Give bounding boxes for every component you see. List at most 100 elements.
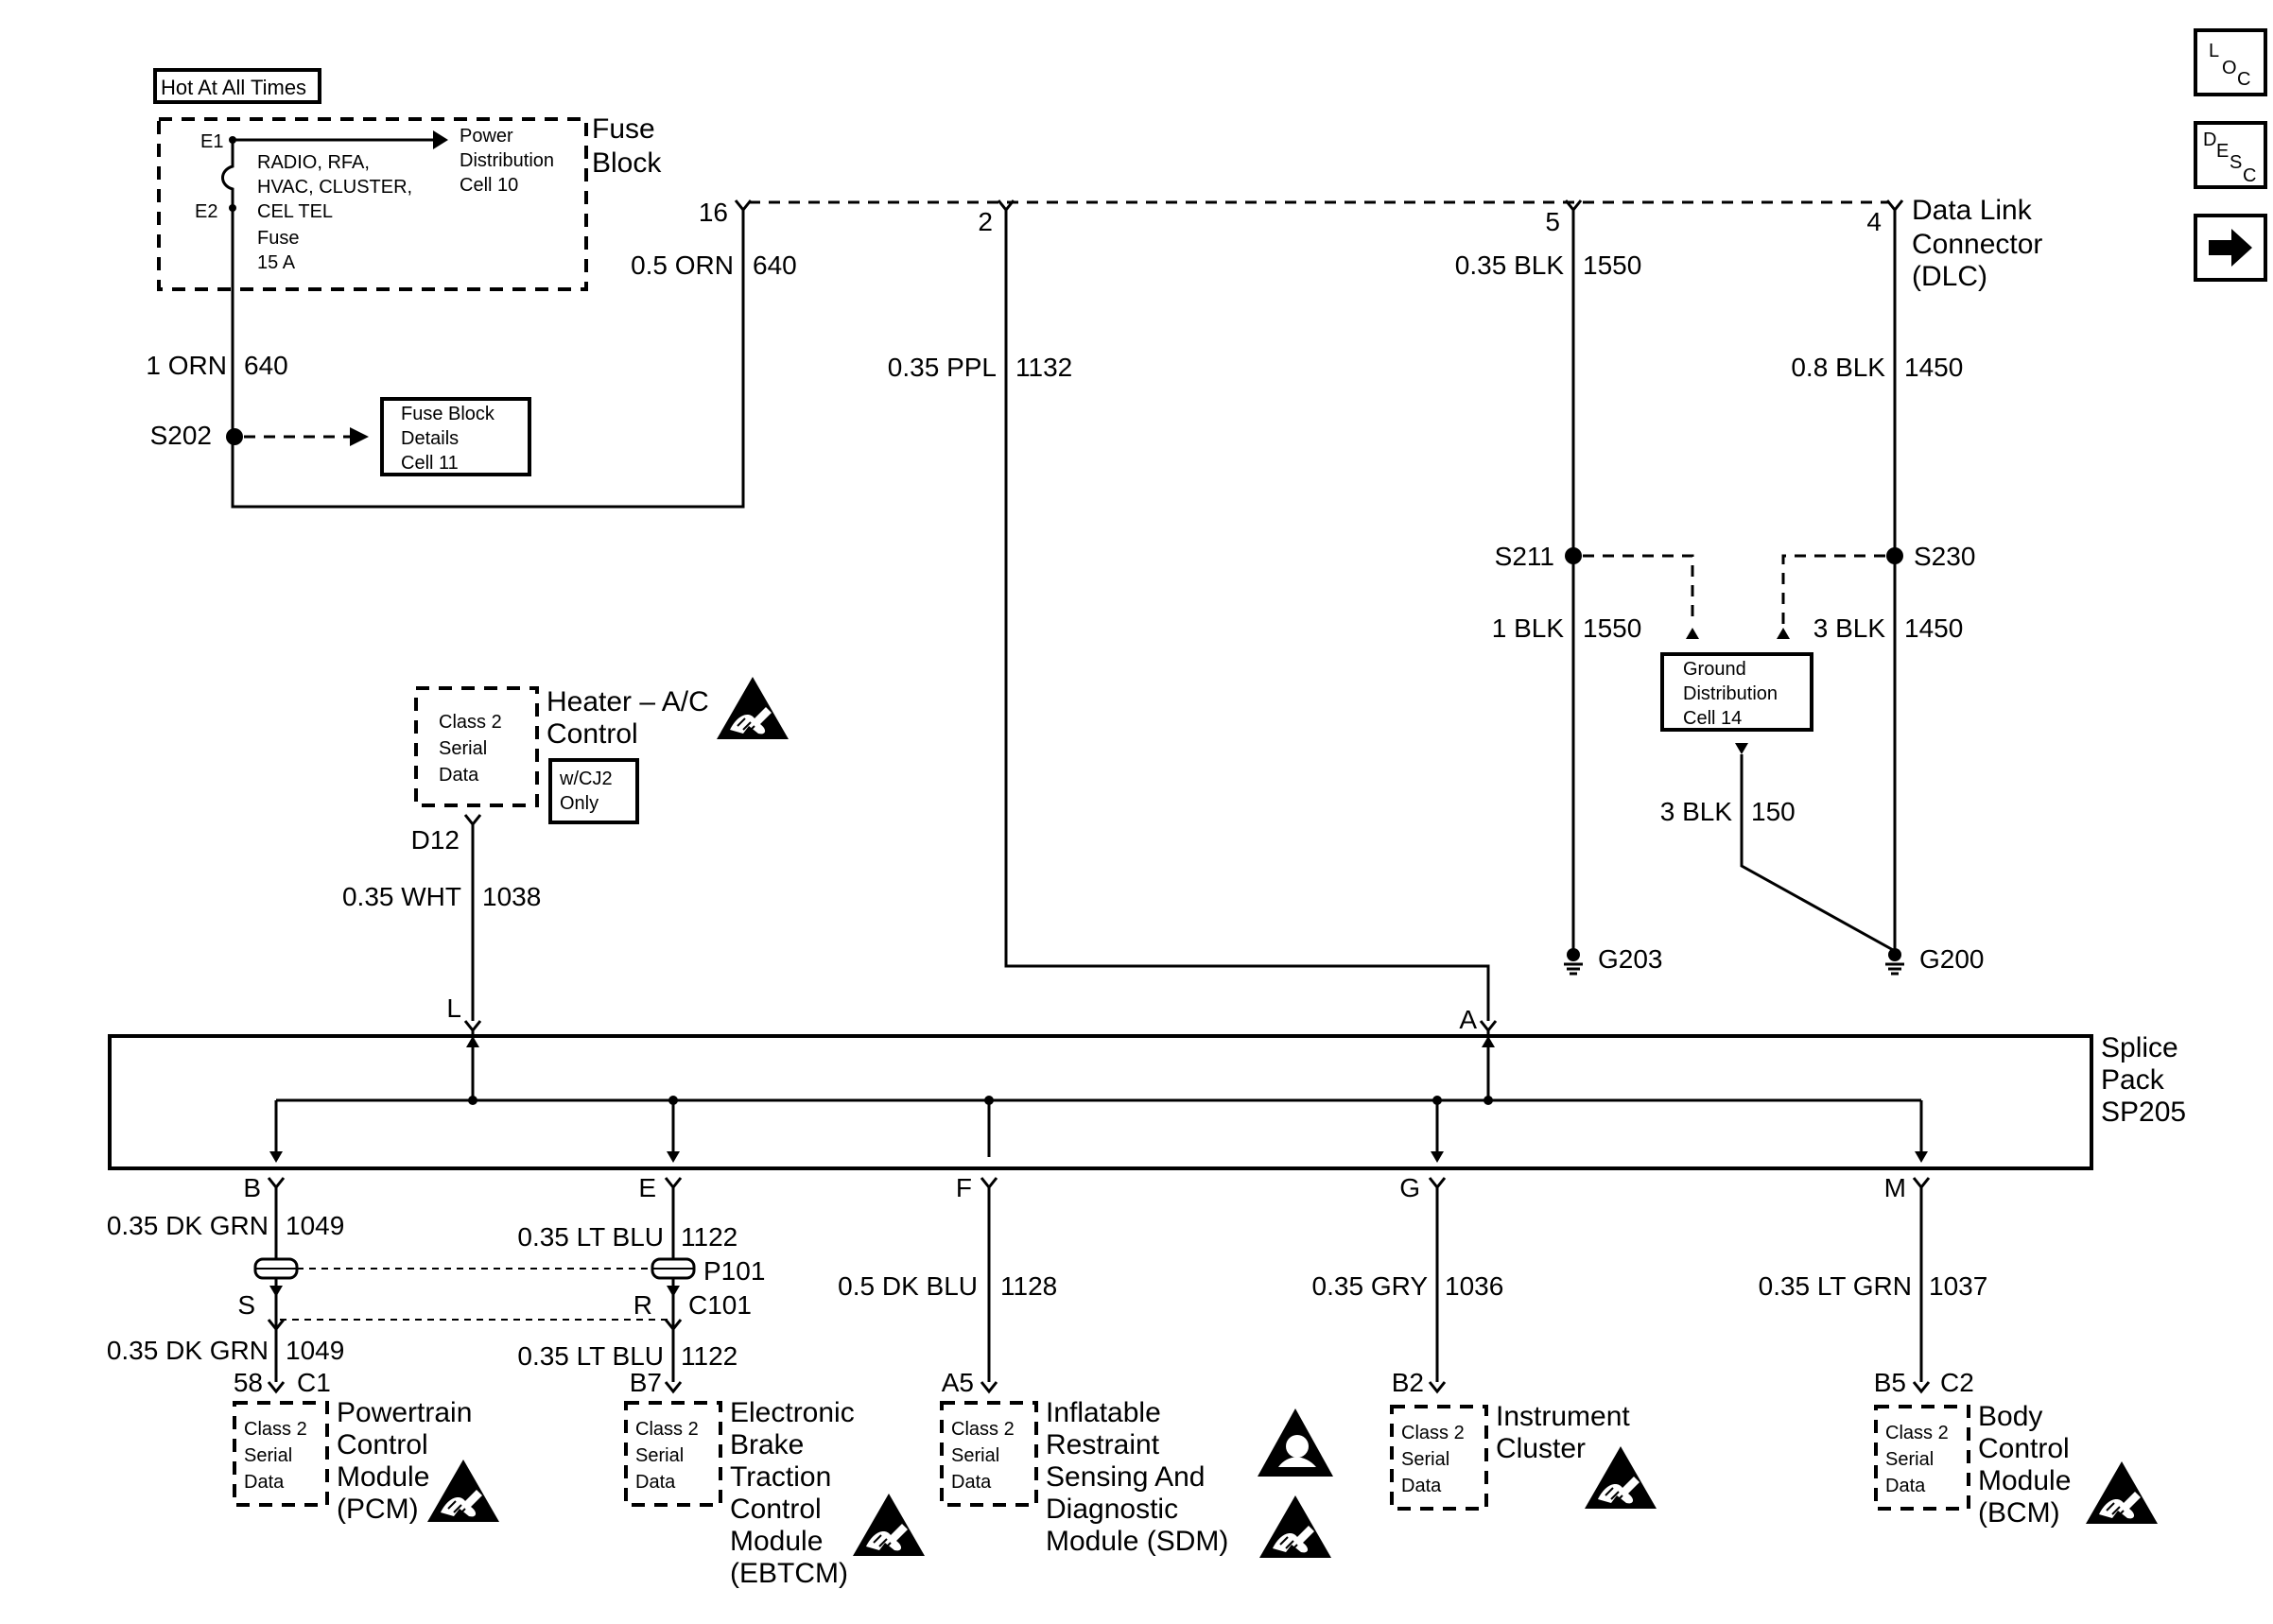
- fuse-element: [221, 140, 234, 208]
- svg-text:w/CJ2: w/CJ2: [559, 769, 613, 789]
- svg-text:Control: Control: [337, 1429, 428, 1460]
- pcm-pin: 58: [234, 1368, 263, 1397]
- wire-gauge-label: 0.35 PPL: [888, 353, 997, 382]
- ground-g200: G200: [1919, 944, 1985, 974]
- svg-text:Class 2: Class 2: [635, 1419, 699, 1440]
- svg-text:C: C: [2237, 69, 2250, 90]
- ebtcm-data-label: Class 2 Serial Data: [635, 1419, 699, 1493]
- ground-g200-icon: [1885, 948, 1904, 976]
- ground-g203-icon: [1564, 948, 1583, 976]
- svg-text:(DLC): (DLC): [1912, 261, 1987, 292]
- svg-text:Class 2: Class 2: [1401, 1423, 1465, 1443]
- wire-640: [231, 208, 745, 509]
- wire-circuit-label: 1036: [1445, 1271, 1503, 1301]
- svg-text:Ground: Ground: [1683, 659, 1746, 680]
- wire-circuit-label: 1132: [1015, 353, 1072, 382]
- svg-text:Data Link: Data Link: [1912, 195, 2033, 226]
- svg-text:Body: Body: [1978, 1401, 2042, 1432]
- splice-pin-m: M: [1884, 1173, 1906, 1202]
- svg-text:RADIO, RFA,: RADIO, RFA,: [257, 152, 370, 173]
- ipc-data-label: Class 2 Serial Data: [1401, 1423, 1465, 1496]
- svg-text:15 A: 15 A: [257, 252, 296, 273]
- svg-text:Serial: Serial: [951, 1445, 999, 1466]
- svg-text:Brake: Brake: [730, 1429, 804, 1460]
- svg-text:Serial: Serial: [635, 1445, 684, 1466]
- sdm-pin: A5: [942, 1368, 974, 1397]
- svg-text:(BCM): (BCM): [1978, 1497, 2060, 1529]
- fuse-e2-label: E2: [195, 201, 217, 222]
- svg-text:Connector: Connector: [1912, 229, 2042, 260]
- wire-circuit-label: 640: [244, 351, 288, 380]
- bcm-connector: C2: [1940, 1368, 1974, 1397]
- splice-pin-f: F: [956, 1173, 972, 1202]
- wire-circuit-label: 1038: [482, 882, 541, 911]
- svg-text:Module (SDM): Module (SDM): [1046, 1526, 1228, 1557]
- hvac-pin: D12: [411, 825, 460, 855]
- svg-text:Hot At All Times: Hot At All Times: [161, 76, 306, 99]
- wire-gauge-label: 3 BLK: [1660, 797, 1733, 826]
- fuse-block-title: Fuse: [592, 113, 655, 145]
- svg-text:Module: Module: [1978, 1465, 2071, 1496]
- esd-warning-icon: [852, 1493, 926, 1557]
- dlc-pin-16: 16: [699, 198, 728, 227]
- fuse-block-details-link[interactable]: Fuse Block Details Cell 11: [380, 397, 531, 476]
- svg-text:SP205: SP205: [2101, 1097, 2186, 1128]
- svg-text:Control: Control: [1978, 1433, 2070, 1464]
- svg-text:Power: Power: [460, 126, 513, 147]
- esd-warning-icon: [2085, 1460, 2159, 1525]
- svg-text:Distribution: Distribution: [460, 150, 554, 171]
- wire-gauge-label: 0.35 LT BLU: [517, 1222, 664, 1252]
- hot-at-all-times-label: Hot At All Times: [153, 68, 321, 104]
- esd-warning-icon: [1584, 1445, 1657, 1510]
- power-distribution-label: Power Distribution Cell 10: [460, 126, 554, 196]
- splice-pack-box: [108, 1034, 2093, 1170]
- wire-gauge-label: 0.35 LT BLU: [517, 1341, 664, 1371]
- pcm-module-box: [233, 1401, 329, 1507]
- svg-text:HVAC, CLUSTER,: HVAC, CLUSTER,: [257, 177, 412, 198]
- pcm-name: Powertrain Control Module (PCM): [337, 1397, 472, 1525]
- svg-text:Restraint: Restraint: [1046, 1429, 1160, 1460]
- svg-text:Module: Module: [337, 1461, 429, 1493]
- svg-text:Class 2: Class 2: [244, 1419, 307, 1440]
- svg-text:Serial: Serial: [439, 738, 487, 759]
- wire-gauge-label: 0.35 DK GRN: [107, 1336, 269, 1365]
- wire-gauge-label: 0.8 BLK: [1791, 353, 1885, 382]
- ground-distribution-link[interactable]: Ground Distribution Cell 14: [1660, 652, 1813, 732]
- connector-pin-r: R: [633, 1290, 652, 1320]
- svg-text:O: O: [2222, 58, 2237, 78]
- wire-gauge-label: 0.35 DK GRN: [107, 1211, 269, 1240]
- dlc-pin-4: 4: [1866, 207, 1882, 236]
- svg-text:Data: Data: [439, 765, 479, 786]
- svg-text:Electronic: Electronic: [730, 1397, 855, 1428]
- desc-icon[interactable]: D E S C: [2194, 121, 2267, 189]
- svg-text:Data: Data: [635, 1472, 676, 1493]
- fuse-block-title: Block: [592, 147, 662, 179]
- wire-gauge-label: 0.5 ORN: [631, 251, 734, 280]
- wire-1132: [1004, 210, 1490, 1021]
- svg-text:Cluster: Cluster: [1496, 1433, 1586, 1464]
- pcm-connector: C1: [297, 1368, 331, 1397]
- bcm-module-box: [1874, 1405, 1970, 1511]
- svg-text:Control: Control: [730, 1494, 822, 1525]
- wire-gauge-label: 3 BLK: [1813, 613, 1886, 643]
- loc-icon[interactable]: L O C: [2194, 28, 2267, 96]
- right-arrow-icon[interactable]: [2194, 214, 2267, 282]
- wire-circuit-label: 150: [1751, 797, 1796, 826]
- wire-circuit-label: 1037: [1929, 1271, 1987, 1301]
- bcm-name: Body Control Module (BCM): [1978, 1401, 2071, 1529]
- svg-text:E: E: [2216, 141, 2229, 162]
- wire-gauge-label: 1 BLK: [1492, 613, 1565, 643]
- svg-text:Data: Data: [1401, 1476, 1442, 1496]
- svg-text:CEL TEL: CEL TEL: [257, 201, 333, 222]
- svg-text:Only: Only: [560, 793, 599, 814]
- wire-circuit-label: 1128: [1000, 1271, 1057, 1301]
- airbag-warning-icon: [1258, 1408, 1333, 1477]
- bcm-pin: B5: [1874, 1368, 1906, 1397]
- wire-circuit-label: 1122: [681, 1341, 737, 1371]
- wire-gauge-label: 0.35 GRY: [1312, 1271, 1429, 1301]
- wire-circuit-label: 1550: [1583, 613, 1641, 643]
- fuse-e1-label: E1: [200, 131, 223, 152]
- ebtcm-module-box: [624, 1401, 722, 1507]
- svg-text:Traction: Traction: [730, 1461, 831, 1493]
